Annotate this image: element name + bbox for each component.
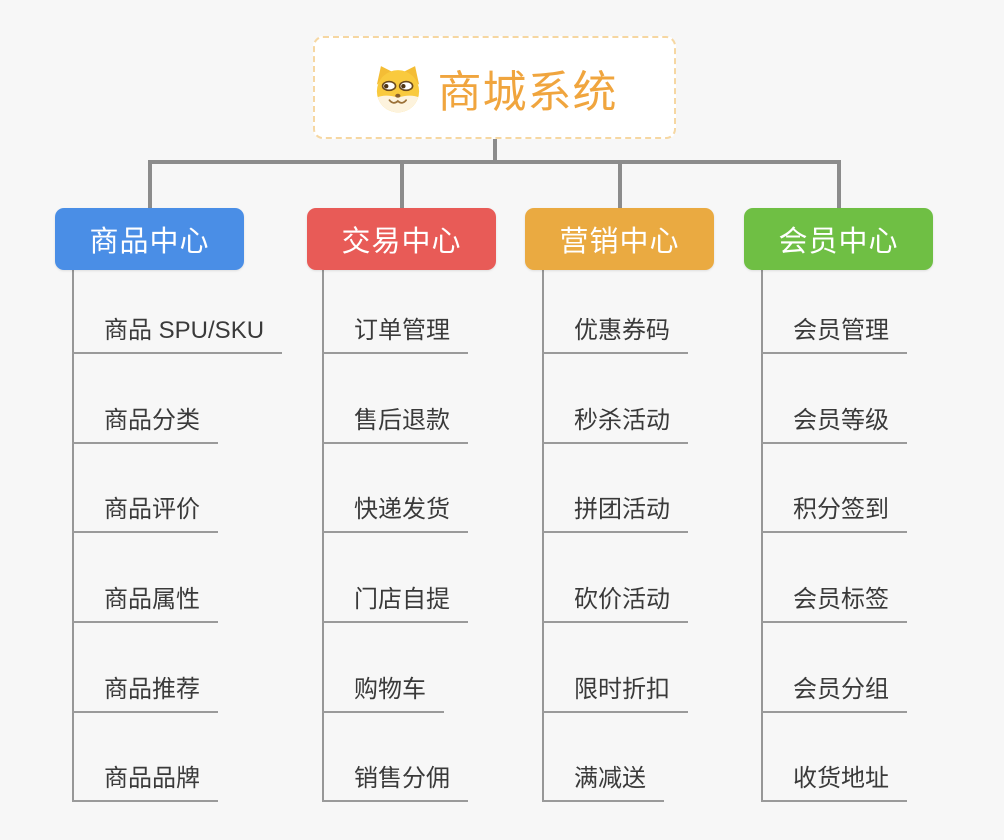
connector-drop-member — [837, 160, 841, 210]
branch-trade-center[interactable]: 交易中心 — [307, 208, 496, 270]
root-node[interactable]: 商城系统 — [313, 36, 676, 139]
leaf-topic[interactable]: 商品 SPU/SKU — [72, 316, 283, 354]
leaf-topic[interactable]: 快递发货 — [322, 495, 468, 533]
leaf-topic[interactable]: 拼团活动 — [542, 495, 688, 533]
branch-marketing-center[interactable]: 营销中心 — [525, 208, 714, 270]
connector-horizontal-bar — [148, 160, 841, 164]
branch-label: 会员中心 — [778, 226, 899, 258]
leaf-topic[interactable]: 积分签到 — [761, 495, 907, 533]
leaf-topic[interactable]: 会员分组 — [761, 675, 907, 713]
leaf-topic[interactable]: 秒杀活动 — [542, 406, 688, 444]
leaf-topic[interactable]: 砍价活动 — [542, 585, 688, 623]
branch-member-center[interactable]: 会员中心 — [744, 208, 933, 270]
leaf-topic[interactable]: 商品评价 — [72, 495, 218, 533]
column-line-trade — [322, 270, 324, 800]
leaf-topic[interactable]: 会员管理 — [761, 316, 907, 354]
leaf-topic[interactable]: 收货地址 — [761, 764, 907, 802]
connector-root-stem — [493, 139, 497, 162]
branch-label: 商品中心 — [89, 226, 210, 258]
column-line-member — [761, 270, 763, 800]
leaf-topic[interactable]: 满减送 — [542, 764, 664, 802]
doge-face-icon — [372, 62, 424, 114]
leaf-topic[interactable]: 限时折扣 — [542, 675, 688, 713]
leaf-topic[interactable]: 优惠券码 — [542, 316, 688, 354]
leaf-topic[interactable]: 会员等级 — [761, 406, 907, 444]
leaf-topic[interactable]: 购物车 — [322, 675, 444, 713]
leaf-topic[interactable]: 商品推荐 — [72, 675, 218, 713]
branch-product-center[interactable]: 商品中心 — [55, 208, 244, 270]
connector-drop-trade — [400, 160, 404, 210]
column-line-marketing — [542, 270, 544, 800]
branch-label: 营销中心 — [559, 226, 680, 258]
branch-label: 交易中心 — [341, 226, 462, 258]
leaf-topic[interactable]: 会员标签 — [761, 585, 907, 623]
leaf-topic[interactable]: 商品品牌 — [72, 764, 218, 802]
leaf-topic[interactable]: 商品分类 — [72, 406, 218, 444]
connector-drop-marketing — [618, 160, 622, 210]
leaf-topic[interactable]: 订单管理 — [322, 316, 468, 354]
leaf-topic[interactable]: 商品属性 — [72, 585, 218, 623]
root-title: 商城系统 — [437, 67, 618, 117]
leaf-topic[interactable]: 销售分佣 — [322, 764, 468, 802]
leaf-topic[interactable]: 售后退款 — [322, 406, 468, 444]
connector-drop-product — [148, 160, 152, 210]
leaf-topic[interactable]: 门店自提 — [322, 585, 468, 623]
column-line-product — [72, 270, 74, 800]
